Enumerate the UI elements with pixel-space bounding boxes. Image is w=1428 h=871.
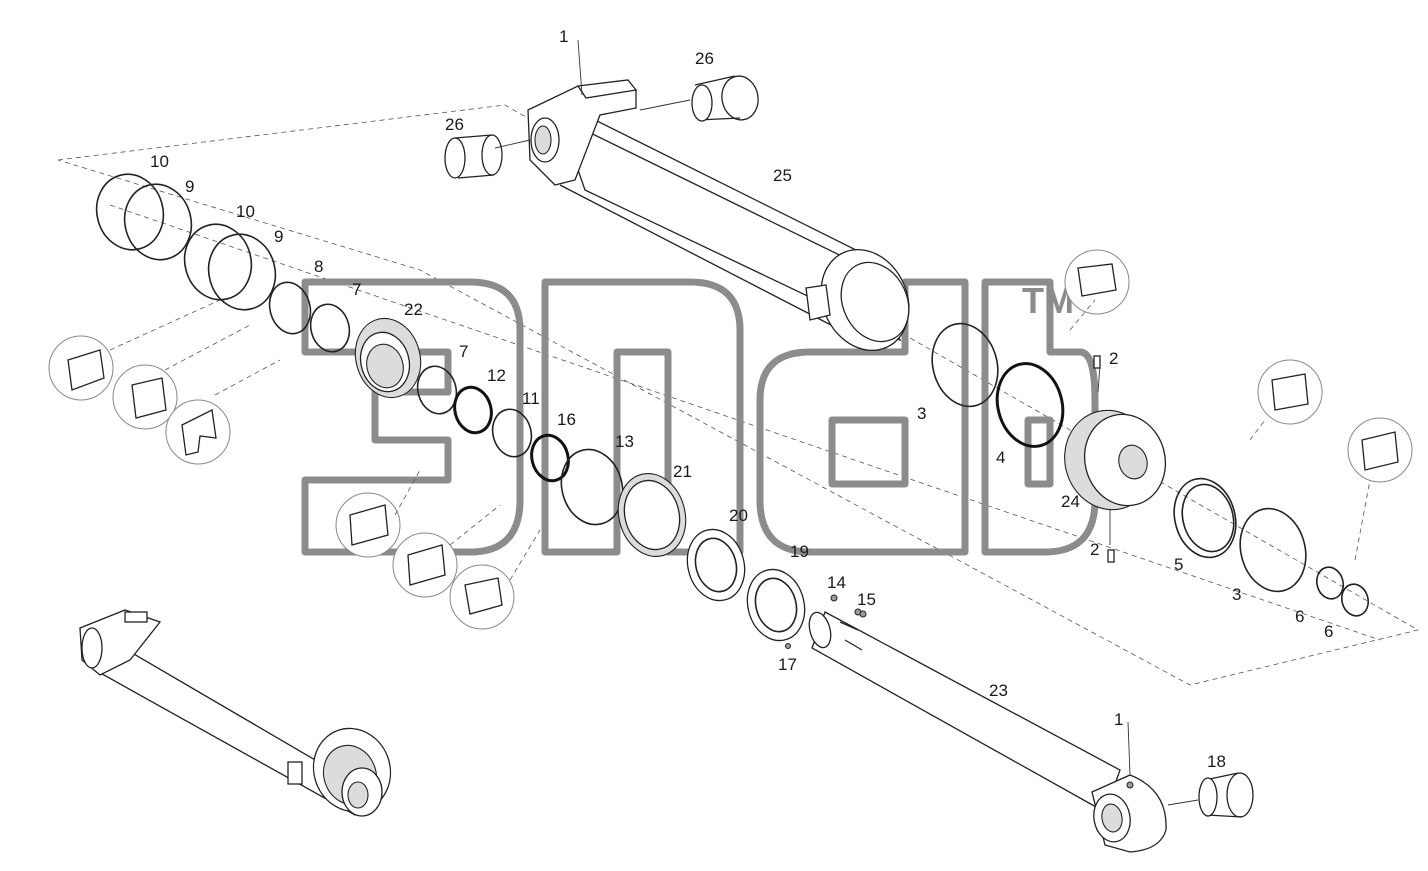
center-line <box>109 204 1381 641</box>
callout-11: 11 <box>522 389 540 408</box>
callout-3-a: 3 <box>917 404 927 423</box>
cylinder-barrel <box>527 79 910 352</box>
callout-16: 16 <box>557 410 576 429</box>
callout-3-b: 3 <box>1232 585 1242 604</box>
right-side-rings <box>931 322 1370 617</box>
callout-22: 22 <box>404 300 423 319</box>
callout-20: 20 <box>729 506 748 525</box>
callout-19: 19 <box>790 542 809 561</box>
callout-2-top: 2 <box>1109 349 1119 368</box>
bushing-26-left <box>444 134 503 179</box>
callout-6-a: 6 <box>1295 607 1305 626</box>
callout-21: 21 <box>673 462 692 481</box>
callout-10-a: 10 <box>150 152 169 171</box>
assembled-cylinder <box>79 609 392 817</box>
callout-23: 23 <box>989 681 1008 700</box>
seal-rings-left <box>95 173 351 353</box>
callout-7-b: 7 <box>459 342 469 361</box>
callout-9-a: 9 <box>185 177 195 196</box>
assembly-plane-outline <box>57 104 1420 686</box>
callout-26-top: 26 <box>695 49 714 68</box>
callout-17: 17 <box>778 655 797 674</box>
callout-4: 4 <box>996 448 1006 467</box>
callout-10-b: 10 <box>236 202 255 221</box>
callout-24: 24 <box>1061 492 1080 511</box>
callout-1-bottom: 1 <box>1114 710 1124 729</box>
piston-rod <box>808 611 1167 853</box>
seal-rings-mid <box>416 365 806 642</box>
callout-2-bottom: 2 <box>1090 540 1100 559</box>
callout-13: 13 <box>615 432 634 451</box>
fasteners <box>785 594 867 649</box>
bushing-26-right <box>691 75 759 122</box>
callout-18: 18 <box>1207 752 1226 771</box>
callout-12: 12 <box>487 366 506 385</box>
detail-callouts <box>48 249 1413 630</box>
watermark-logo: TM <box>301 278 1099 556</box>
callout-6-b: 6 <box>1324 622 1334 641</box>
callout-25: 25 <box>773 166 792 185</box>
bushing-18 <box>1198 772 1254 818</box>
callout-8: 8 <box>314 257 324 276</box>
callout-5: 5 <box>1174 555 1184 574</box>
gland-22 <box>354 317 422 399</box>
callout-1-top: 1 <box>559 27 569 46</box>
callout-14: 14 <box>827 573 846 592</box>
callout-7-a: 7 <box>352 280 362 299</box>
callout-15: 15 <box>857 590 876 609</box>
callout-26-left: 26 <box>445 115 464 134</box>
callout-9-b: 9 <box>274 227 284 246</box>
